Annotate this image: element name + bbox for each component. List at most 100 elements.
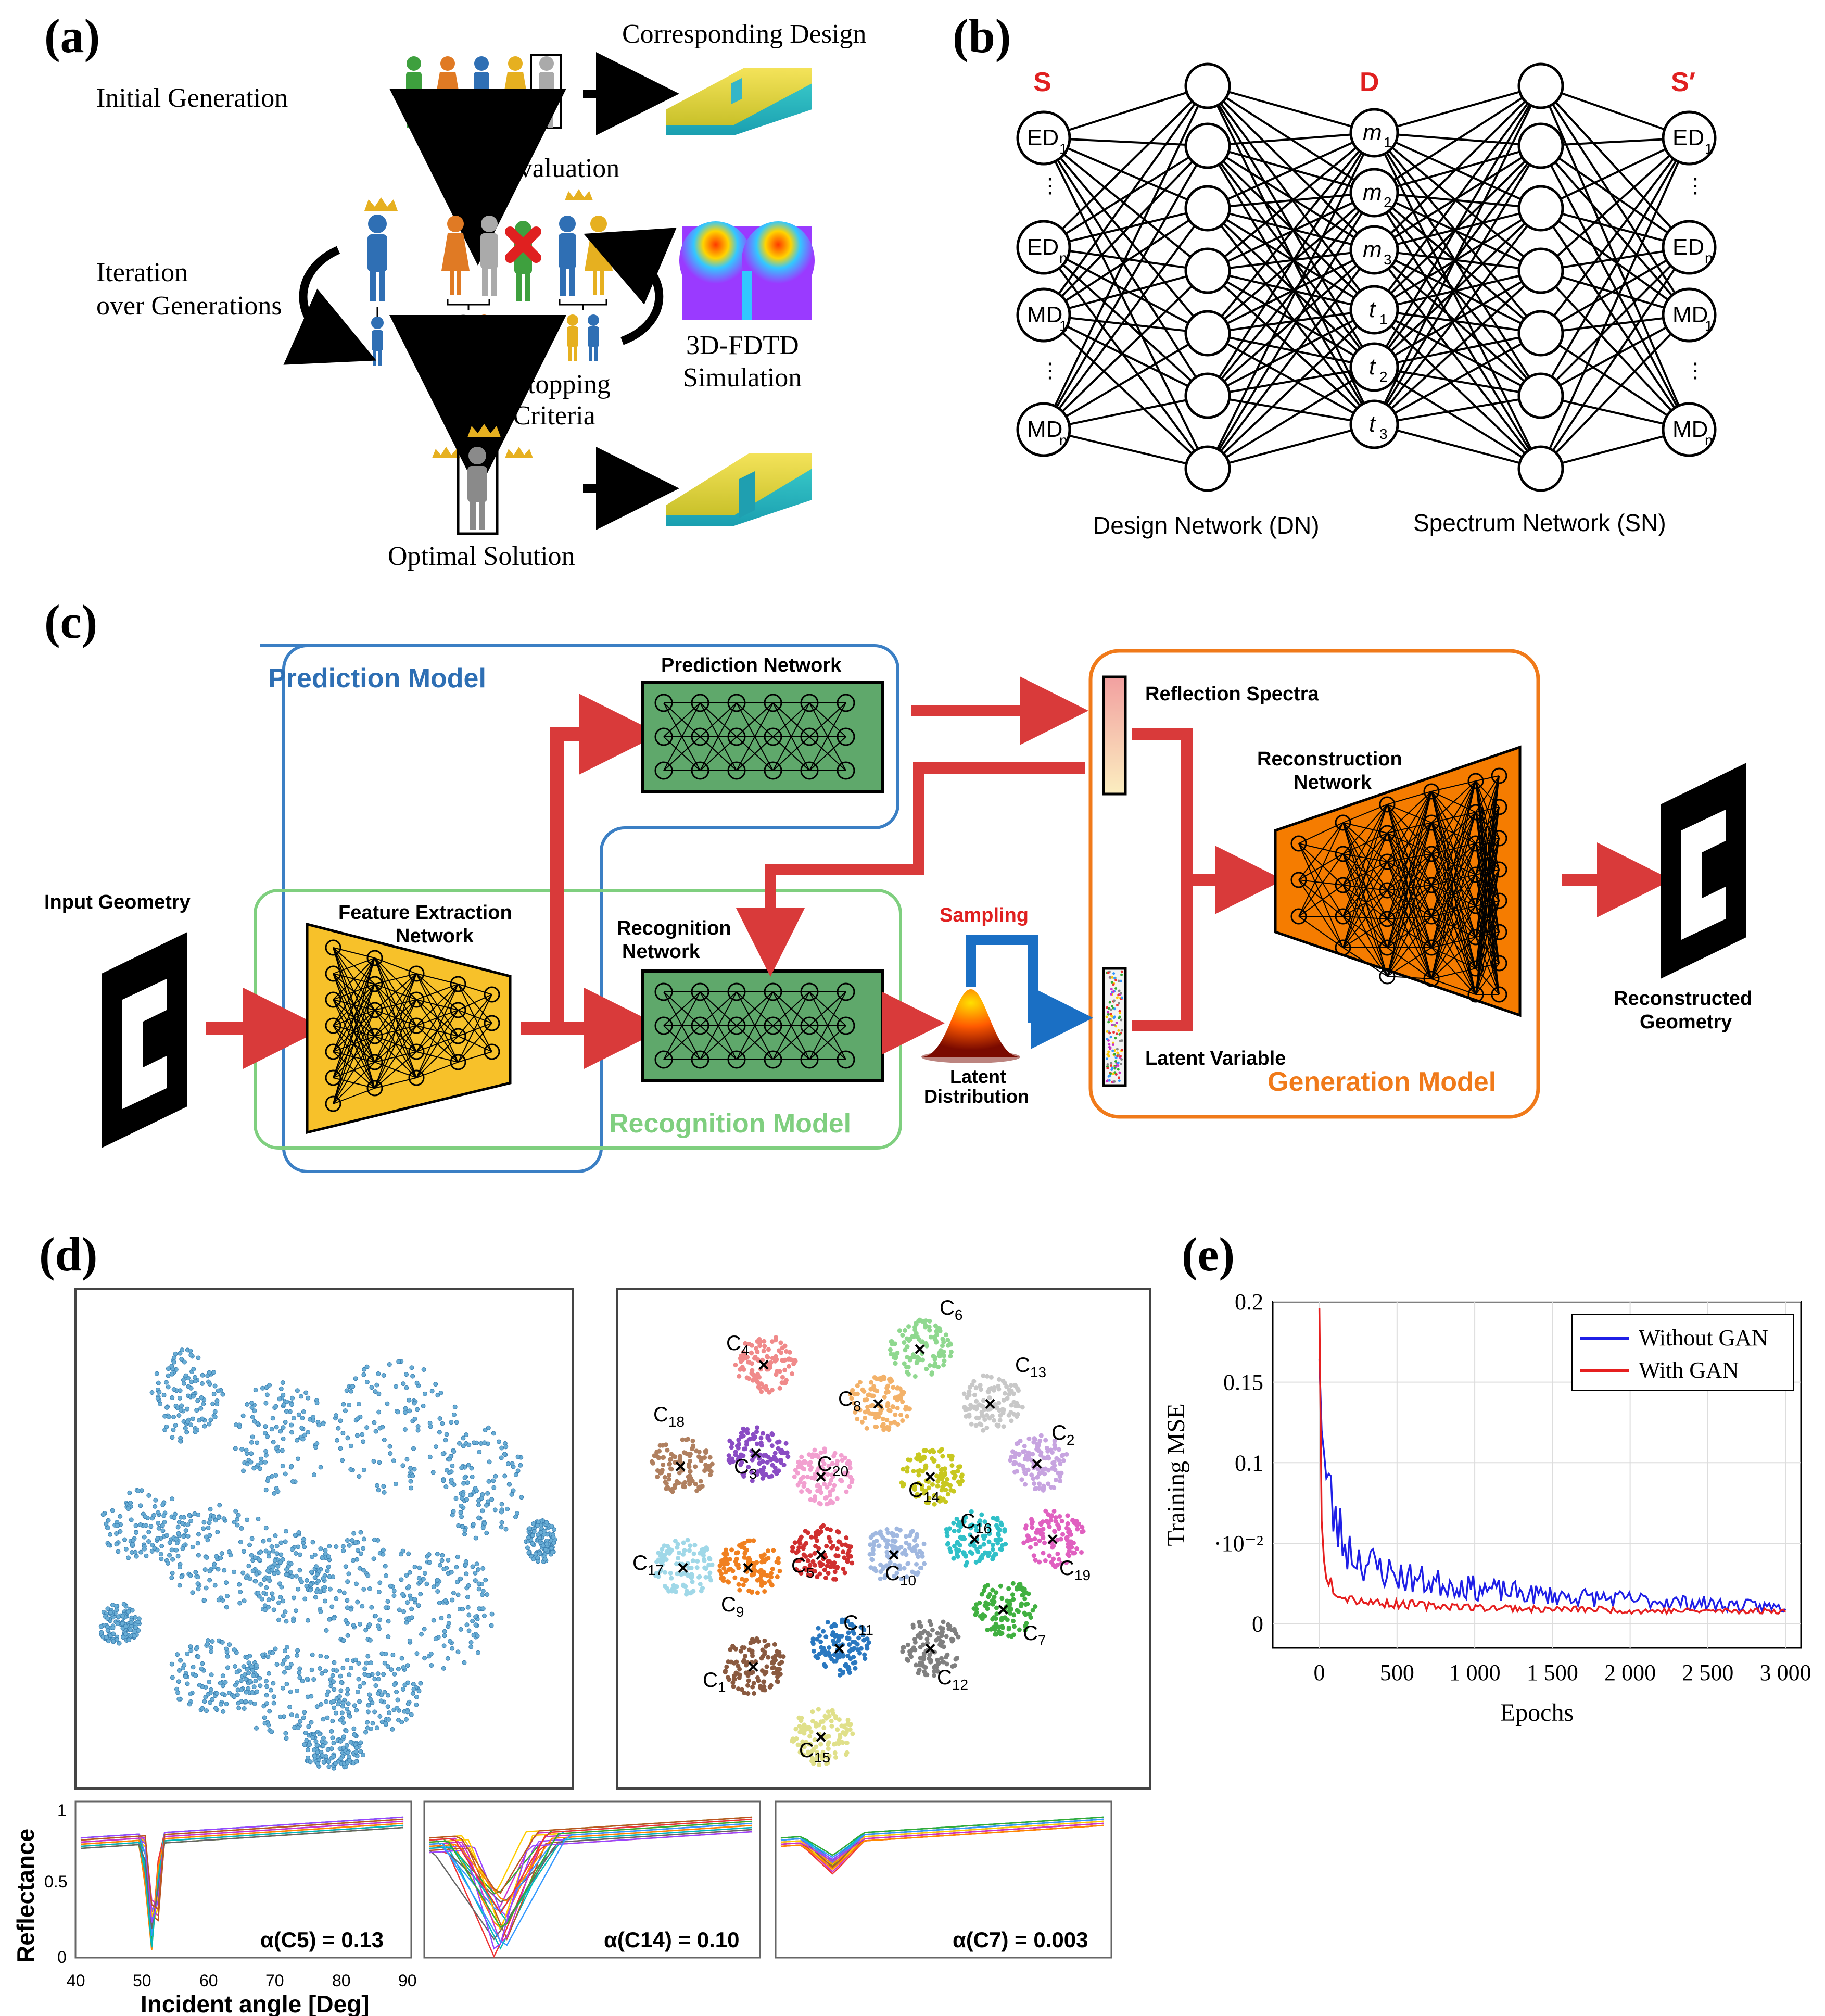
tsne-point xyxy=(1031,1553,1036,1558)
net-edge xyxy=(1298,879,1344,948)
tsne-point xyxy=(337,1589,343,1594)
tsne-point xyxy=(373,1429,378,1434)
tsne-point xyxy=(807,1734,813,1739)
tsne-point xyxy=(426,1552,432,1557)
noise-dot xyxy=(1106,1030,1109,1033)
tsne-point xyxy=(204,1585,209,1591)
tsne-point xyxy=(869,1557,875,1562)
tsne-point xyxy=(870,1532,876,1538)
tsne-point xyxy=(257,1675,262,1681)
tsne-point xyxy=(840,1740,845,1745)
tsne-point xyxy=(688,1458,693,1464)
tsne-point xyxy=(1025,1456,1031,1461)
net-node xyxy=(325,1017,341,1034)
tsne-point xyxy=(834,1546,840,1552)
network-edge xyxy=(1207,132,1375,334)
tsne-point xyxy=(399,1577,404,1582)
net-edge xyxy=(1342,861,1388,948)
tsne-point xyxy=(347,1403,352,1408)
tsne-point xyxy=(1033,1542,1038,1547)
tsne-point xyxy=(309,1720,314,1725)
net-edge xyxy=(458,1051,492,1063)
net-edge xyxy=(1387,890,1432,979)
tsne-point xyxy=(272,1491,277,1496)
tsne-point xyxy=(353,1759,359,1764)
noise-dot xyxy=(1113,1024,1116,1027)
tsne-point xyxy=(235,1687,240,1693)
tsne-point xyxy=(770,1566,775,1571)
cluster-label-subscript: 8 xyxy=(853,1398,861,1414)
tsne-point xyxy=(294,1573,299,1579)
tsne-point xyxy=(1052,1442,1057,1447)
cluster-centroid-marker: × xyxy=(1047,1529,1058,1551)
tsne-point xyxy=(743,1341,748,1346)
tsne-point xyxy=(535,1555,540,1560)
tsne-point xyxy=(931,1449,936,1454)
tsne-point xyxy=(1010,1592,1015,1597)
network-edge xyxy=(1373,85,1542,311)
tsne-point xyxy=(431,1618,436,1623)
tsne-point xyxy=(761,1471,766,1477)
tsne-point xyxy=(297,1666,302,1671)
tsne-point xyxy=(687,1548,692,1553)
tsne-point xyxy=(513,1515,518,1520)
tsne-point xyxy=(707,1468,712,1473)
noise-dot xyxy=(1108,1079,1111,1082)
tsne-point xyxy=(910,1624,916,1630)
tsne-point xyxy=(875,1389,880,1394)
tsne-point xyxy=(1029,1472,1034,1478)
tsne-point xyxy=(466,1442,472,1447)
noise-dot xyxy=(1117,1064,1120,1067)
net-edge xyxy=(1342,853,1388,977)
tsne-point xyxy=(163,1380,169,1385)
tsne-point xyxy=(476,1498,481,1503)
tsne-point xyxy=(402,1410,408,1415)
noise-dot xyxy=(1111,1024,1114,1027)
tsne-point xyxy=(170,1496,175,1502)
tsne-point xyxy=(176,1668,182,1673)
cluster-centroid-marker: × xyxy=(914,1339,926,1360)
tsne-point xyxy=(840,1458,845,1463)
tsne-point xyxy=(480,1508,485,1514)
network-edge xyxy=(1207,270,1375,368)
net-node xyxy=(1379,825,1396,841)
tsne-point xyxy=(314,1400,320,1405)
tsne-point xyxy=(945,1492,950,1497)
tsne-point xyxy=(394,1690,399,1695)
tsne-point xyxy=(955,1468,960,1473)
tsne-point xyxy=(392,1682,397,1687)
tsne-point xyxy=(809,1475,814,1480)
network-edge xyxy=(1043,207,1209,316)
noise-dot xyxy=(1118,1011,1121,1014)
tsne-point xyxy=(818,1524,823,1530)
tsne-point xyxy=(296,1586,301,1592)
tsne-point xyxy=(972,1392,977,1397)
tsne-point xyxy=(149,1390,155,1395)
tsne-point xyxy=(352,1732,357,1737)
cluster-label-subscript: 16 xyxy=(975,1520,992,1536)
tsne-point xyxy=(278,1595,283,1600)
tsne-point xyxy=(178,1439,183,1444)
tsne-point xyxy=(178,1407,183,1413)
tsne-point xyxy=(904,1552,909,1557)
recognition-network-label-2: Network xyxy=(622,941,701,963)
tsne-point xyxy=(193,1379,198,1384)
network-edge xyxy=(1374,395,1541,425)
tsne-point xyxy=(164,1405,170,1410)
tsne-point xyxy=(766,1556,771,1561)
tsne-point xyxy=(1006,1627,1011,1632)
network-edge xyxy=(1540,137,1690,209)
tsne-point xyxy=(338,1418,343,1423)
tsne-point xyxy=(284,1736,289,1741)
tsne-point xyxy=(383,1573,388,1578)
tsne-point xyxy=(386,1619,391,1624)
tsne-point xyxy=(941,1363,946,1368)
tsne-point xyxy=(878,1408,883,1413)
tsne-point xyxy=(173,1423,178,1428)
design-node-subscript: 3 xyxy=(1379,426,1388,442)
tsne-point xyxy=(210,1639,215,1644)
tsne-point xyxy=(663,1480,668,1485)
tsne-point xyxy=(363,1628,369,1633)
tsne-point xyxy=(1031,1476,1036,1481)
